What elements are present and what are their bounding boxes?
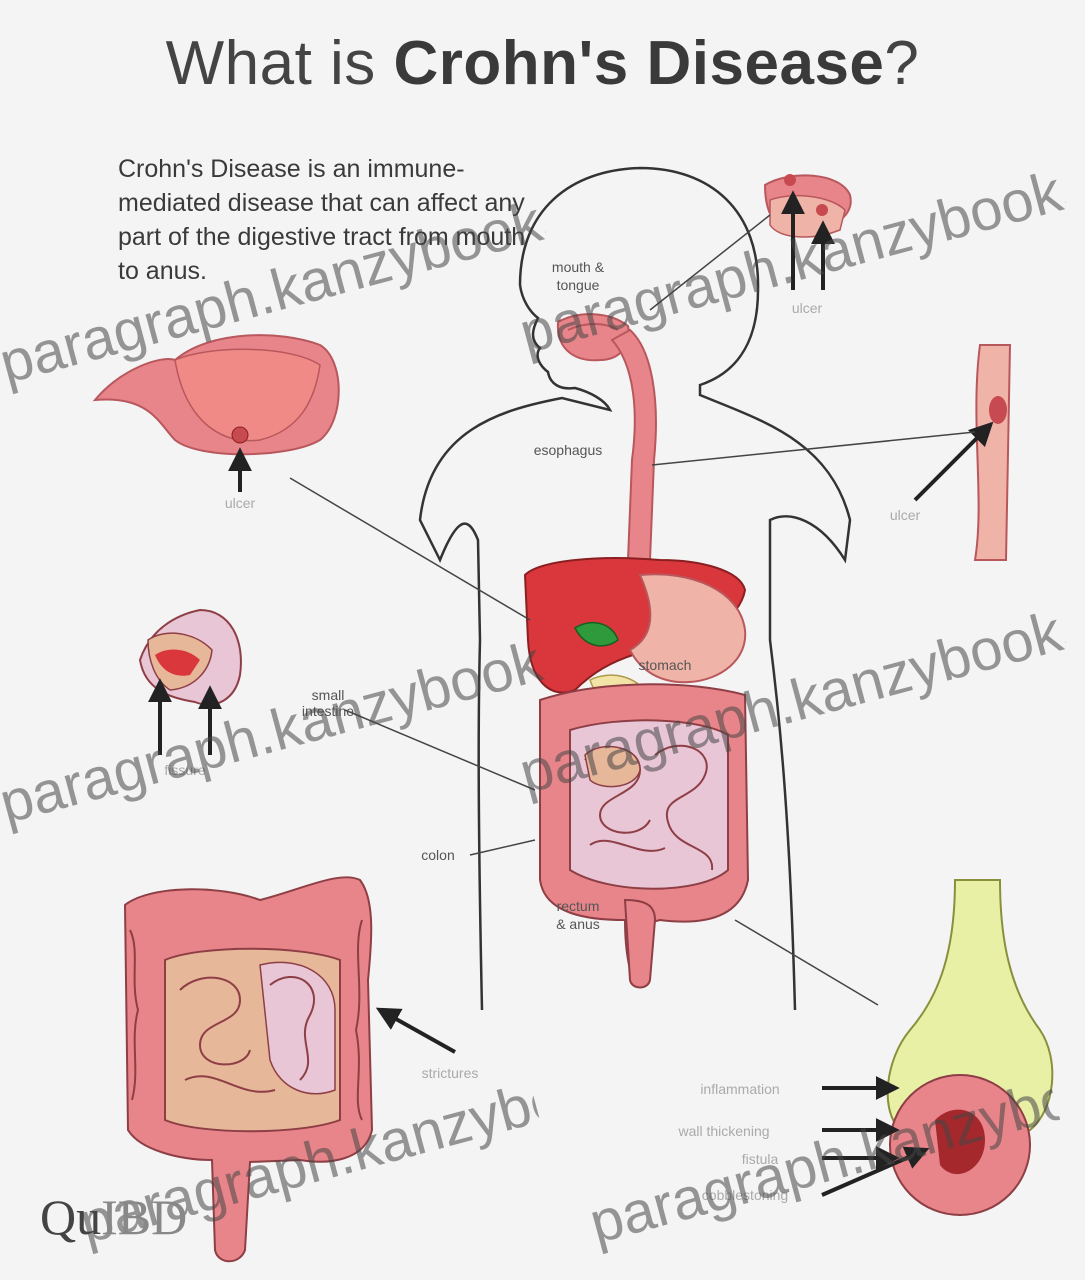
esophagus-inset xyxy=(975,345,1010,560)
label-esophagus: esophagus xyxy=(534,442,603,458)
quibd-logo: QuIBD xyxy=(40,1188,187,1246)
inset-strictures-label: strictures xyxy=(422,1065,479,1081)
inset-cobblestone-label: cobblestoning xyxy=(702,1187,788,1203)
label-stomach: stomach xyxy=(639,657,692,673)
rectum-shape xyxy=(625,900,655,988)
inset-stomach-label: ulcer xyxy=(225,495,256,511)
inset-esophagus-label: ulcer xyxy=(890,507,921,523)
label-mouth: mouth & xyxy=(552,259,605,275)
label-small: small xyxy=(312,687,345,703)
mouth-inset xyxy=(765,174,851,237)
esophagus-tube xyxy=(612,330,656,560)
label-intestine: intestine xyxy=(302,703,354,719)
label-tongue: tongue xyxy=(557,277,600,293)
logo-qu: Qu xyxy=(40,1189,101,1245)
label-colon: colon xyxy=(421,847,454,863)
small-intestine-tan xyxy=(585,747,640,787)
rectum-inset xyxy=(888,880,1053,1215)
logo-ibd: IBD xyxy=(101,1189,187,1245)
stomach-inset xyxy=(95,335,339,454)
label-rectum: rectum xyxy=(557,898,600,914)
small-intestine-shape xyxy=(570,720,728,888)
inset-fissure-label: fissure xyxy=(164,762,205,778)
inset-wall-label: wall thickening xyxy=(677,1123,769,1139)
label-anus: & anus xyxy=(556,916,600,932)
inset-mouth-label: ulcer xyxy=(792,300,823,316)
fissure-inset xyxy=(140,610,241,705)
inset-fistula-label: fistula xyxy=(742,1151,779,1167)
inset-inflammation-label: inflammation xyxy=(700,1081,779,1097)
